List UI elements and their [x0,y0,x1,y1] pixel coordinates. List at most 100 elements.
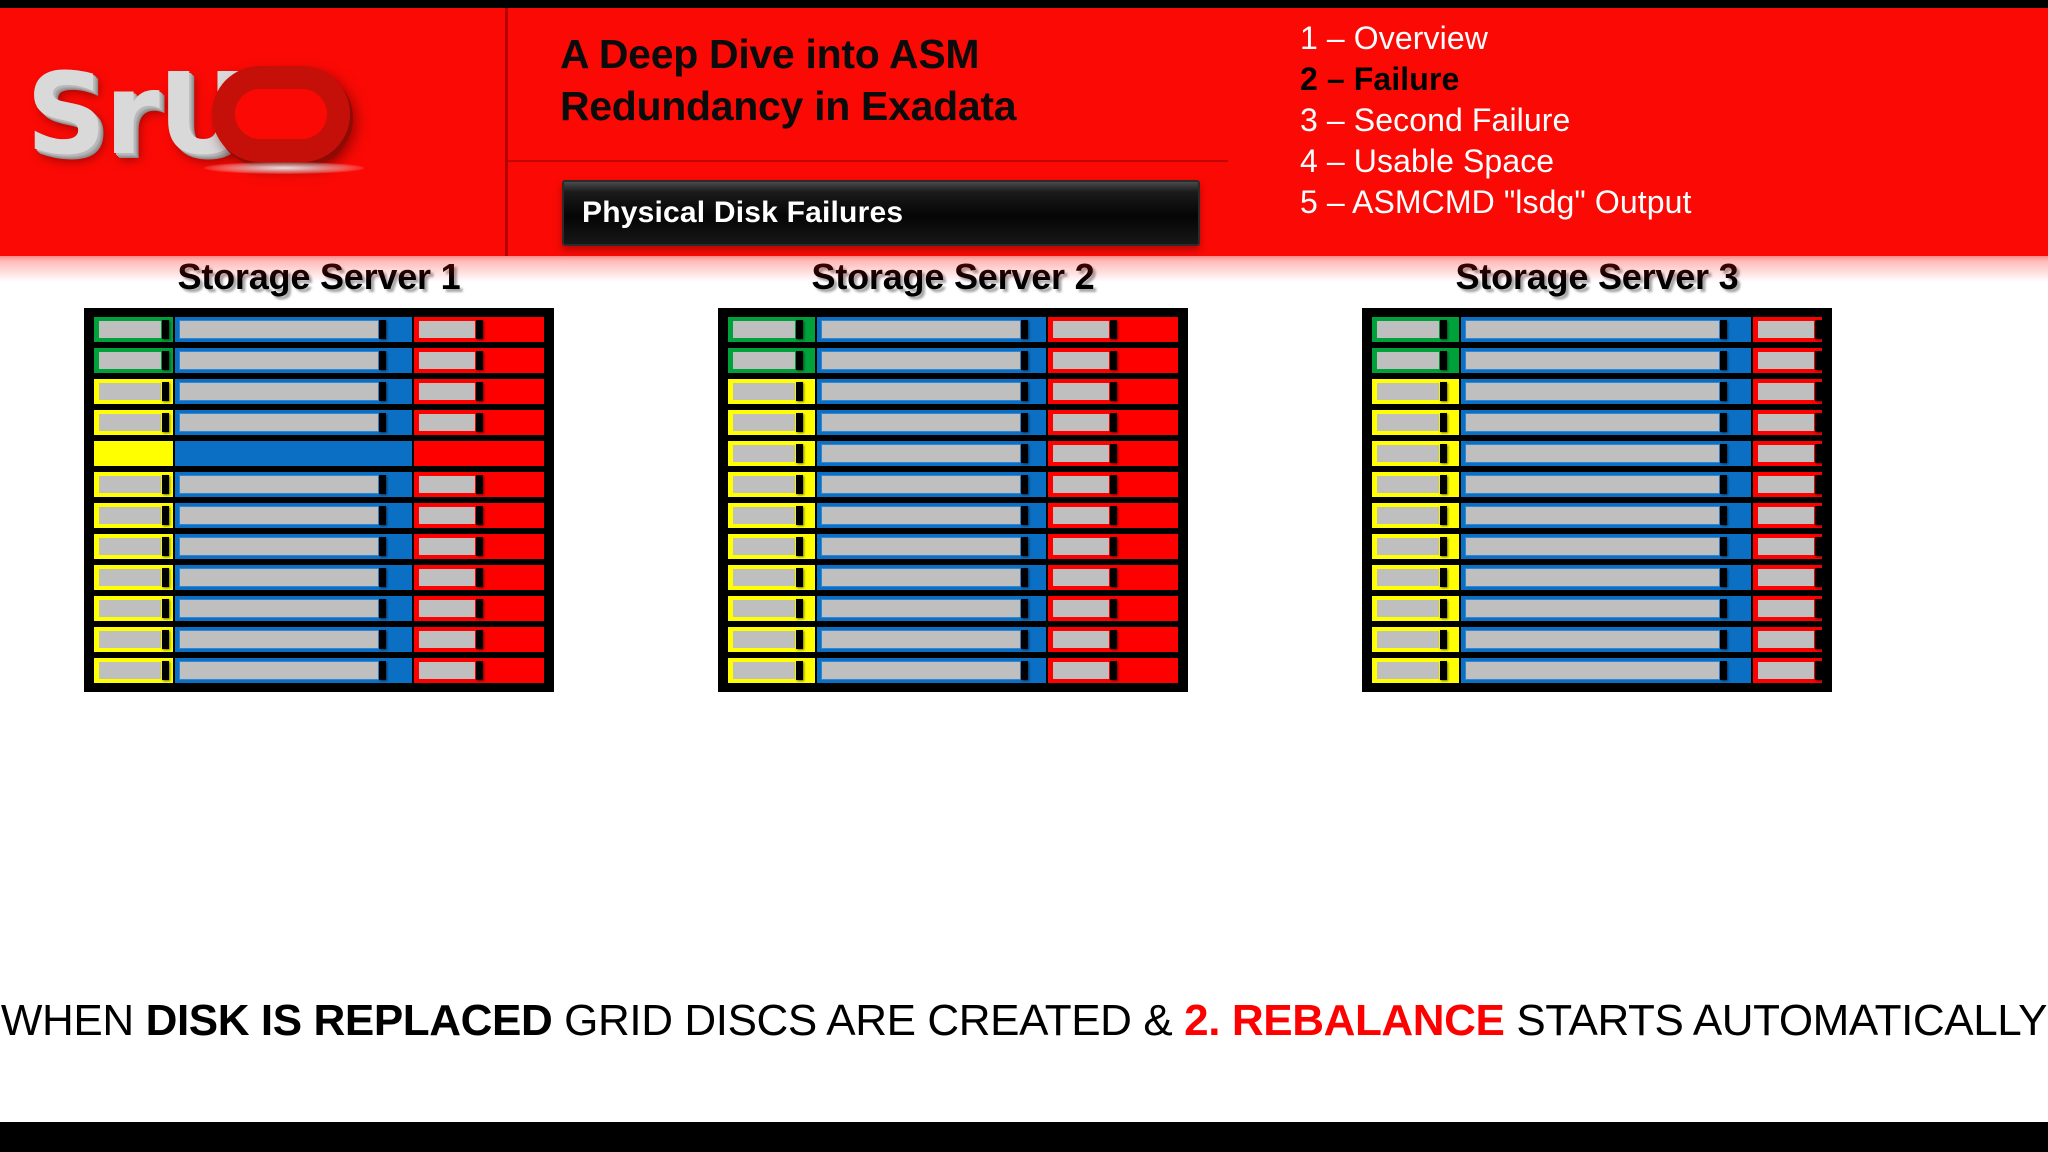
grid-disk-cell-red[interactable] [1751,564,1824,591]
disk-row[interactable] [93,502,545,529]
grid-disk-cell-yellow[interactable] [93,502,174,529]
grid-disk-cell-blue[interactable] [1460,533,1752,560]
agenda-item-second-failure[interactable]: 3 – Second Failure [1300,102,1571,138]
grid-disk-cell-blue[interactable] [1460,440,1752,467]
grid-disk-cell-green[interactable] [93,347,174,374]
grid-disk-cell-red[interactable] [1751,657,1824,684]
grid-disk-cell-red[interactable] [1046,595,1180,622]
disk-row[interactable] [1371,347,1824,374]
disk-row[interactable] [727,347,1180,374]
disk-row[interactable] [1371,626,1824,653]
grid-disk-cell-red[interactable] [1751,316,1824,343]
grid-disk-cell-yellow[interactable] [1371,564,1461,591]
grid-disk-cell-blue[interactable] [173,626,414,653]
disk-row[interactable] [93,316,545,343]
grid-disk-cell-red[interactable] [1046,657,1180,684]
grid-disk-cell-blue[interactable] [1460,657,1752,684]
grid-disk-cell-red[interactable] [1751,626,1824,653]
grid-disk-cell-red[interactable] [1046,440,1180,467]
disk-row[interactable] [727,533,1180,560]
grid-disk-cell-blue[interactable] [1460,378,1752,405]
disk-row[interactable] [727,471,1180,498]
grid-disk-cell-yellow[interactable] [727,626,817,653]
grid-disk-cell-red[interactable] [413,409,545,436]
grid-disk-cell-yellow[interactable] [93,440,174,467]
disk-row[interactable] [93,626,545,653]
grid-disk-cell-red[interactable] [1046,502,1180,529]
grid-disk-cell-red[interactable] [1751,378,1824,405]
grid-disk-cell-red[interactable] [413,626,545,653]
grid-disk-cell-yellow[interactable] [727,502,817,529]
disk-row[interactable] [1371,378,1824,405]
grid-disk-cell-yellow[interactable] [93,595,174,622]
disk-row[interactable] [727,409,1180,436]
grid-disk-cell-yellow[interactable] [93,471,174,498]
grid-disk-cell-blue[interactable] [816,316,1047,343]
grid-disk-cell-blue[interactable] [1460,316,1752,343]
disk-row[interactable] [727,440,1180,467]
agenda-item-asmcmd-lsdg[interactable]: 5 – ASMCMD "lsdg" Output [1300,184,1692,220]
grid-disk-cell-yellow[interactable] [1371,657,1461,684]
grid-disk-cell-yellow[interactable] [1371,533,1461,560]
disk-row[interactable] [727,502,1180,529]
grid-disk-cell-red[interactable] [1046,471,1180,498]
grid-disk-cell-blue[interactable] [816,533,1047,560]
grid-disk-cell-red[interactable] [413,347,545,374]
grid-disk-cell-blue[interactable] [816,564,1047,591]
grid-disk-cell-red[interactable] [1751,595,1824,622]
grid-disk-cell-blue[interactable] [173,564,414,591]
grid-disk-cell-green[interactable] [1371,347,1461,374]
grid-disk-cell-blue[interactable] [173,502,414,529]
grid-disk-cell-blue[interactable] [816,440,1047,467]
disk-row[interactable] [727,657,1180,684]
grid-disk-cell-red[interactable] [1751,347,1824,374]
disk-row[interactable] [727,378,1180,405]
grid-disk-cell-yellow[interactable] [727,564,817,591]
grid-disk-cell-red[interactable] [1751,409,1824,436]
disk-row[interactable] [93,440,545,467]
grid-disk-cell-red[interactable] [413,533,545,560]
grid-disk-cell-red[interactable] [413,471,545,498]
grid-disk-cell-red[interactable] [413,564,545,591]
disk-row[interactable] [1371,657,1824,684]
grid-disk-cell-red[interactable] [1046,347,1180,374]
grid-disk-cell-blue[interactable] [1460,409,1752,436]
disk-row[interactable] [1371,440,1824,467]
grid-disk-cell-blue[interactable] [173,409,414,436]
disk-row[interactable] [1371,502,1824,529]
grid-disk-cell-blue[interactable] [173,316,414,343]
grid-disk-cell-blue[interactable] [1460,564,1752,591]
grid-disk-cell-red[interactable] [1046,564,1180,591]
grid-disk-cell-yellow[interactable] [727,471,817,498]
grid-disk-cell-blue[interactable] [173,595,414,622]
grid-disk-cell-blue[interactable] [816,657,1047,684]
disk-row[interactable] [1371,533,1824,560]
grid-disk-cell-blue[interactable] [816,595,1047,622]
grid-disk-cell-red[interactable] [413,595,545,622]
disk-row[interactable] [93,347,545,374]
grid-disk-cell-blue[interactable] [173,471,414,498]
grid-disk-cell-blue[interactable] [173,347,414,374]
disk-row[interactable] [93,595,545,622]
grid-disk-cell-yellow[interactable] [727,657,817,684]
grid-disk-cell-red[interactable] [1046,626,1180,653]
grid-disk-cell-blue[interactable] [816,626,1047,653]
grid-disk-cell-blue[interactable] [1460,502,1752,529]
grid-disk-cell-yellow[interactable] [727,409,817,436]
grid-disk-cell-blue[interactable] [1460,347,1752,374]
grid-disk-cell-blue[interactable] [816,471,1047,498]
grid-disk-cell-blue[interactable] [1460,471,1752,498]
grid-disk-cell-yellow[interactable] [1371,378,1461,405]
agenda-item-overview[interactable]: 1 – Overview [1300,20,1488,56]
disk-row[interactable] [727,564,1180,591]
grid-disk-cell-yellow[interactable] [93,533,174,560]
agenda-item-usable-space[interactable]: 4 – Usable Space [1300,143,1555,179]
grid-disk-cell-yellow[interactable] [93,626,174,653]
grid-disk-cell-green[interactable] [93,316,174,343]
disk-row[interactable] [93,657,545,684]
grid-disk-cell-blue[interactable] [816,409,1047,436]
grid-disk-cell-green[interactable] [727,316,817,343]
grid-disk-cell-red[interactable] [1751,502,1824,529]
grid-disk-cell-red[interactable] [413,502,545,529]
grid-disk-cell-green[interactable] [727,347,817,374]
